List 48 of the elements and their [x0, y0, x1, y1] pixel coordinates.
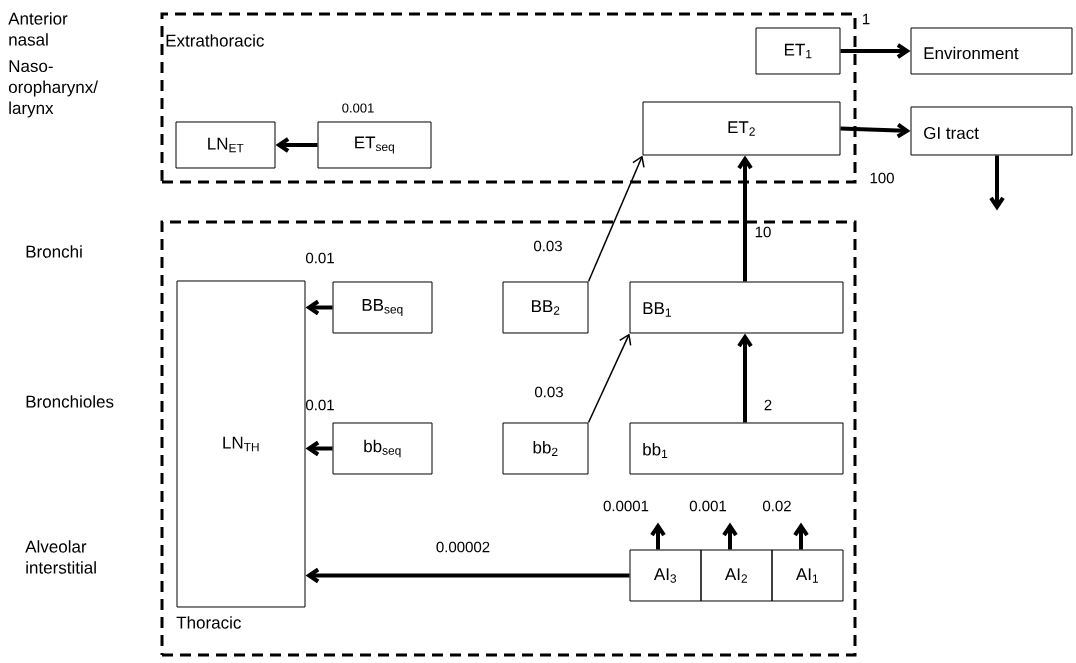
arrow	[305, 567, 630, 584]
compartment-box: ET$_{1}$	[755, 27, 841, 75]
compartment-box: ET$_{seq}$	[317, 121, 432, 169]
arrow	[793, 522, 809, 550]
edge-label: 0.03	[535, 386, 563, 398]
arrow	[587, 155, 645, 283]
compartment-box: bb$_{2}$	[502, 422, 589, 475]
compartment-box: LN$_{TH}$	[176, 280, 306, 608]
edge-label: 1	[863, 13, 870, 25]
compartment-box: ET$_{2}$	[642, 101, 841, 156]
edge-label: 0.02	[763, 500, 791, 512]
arrow	[305, 299, 333, 316]
region-name: Anterior nasal	[8, 12, 68, 46]
region-name: Alveolar interstitial	[25, 540, 96, 574]
arrow	[587, 333, 632, 424]
region-name: Naso- oropharynx/ larynx	[8, 60, 98, 118]
arrow	[840, 122, 911, 139]
arrow	[737, 333, 753, 423]
compartment-box: bb$_{1}$	[629, 422, 844, 475]
edge-label: 100	[870, 172, 894, 184]
arrow	[722, 522, 738, 550]
compartment-box: GI tract	[910, 106, 1073, 156]
edge-label: 0.01	[306, 252, 334, 264]
edge-label: 2	[764, 399, 772, 411]
compartment-box: AI$_{2}$	[700, 549, 773, 602]
edge-label: 0.01	[306, 399, 334, 411]
region-name: Bronchioles	[26, 395, 114, 408]
edge-label: 10	[755, 226, 771, 238]
compartment-box: BB$_{1}$	[629, 281, 844, 334]
region-name: Bronchi	[26, 245, 82, 258]
arrow	[737, 155, 753, 282]
arrow	[650, 522, 666, 550]
edge-label: 0.03	[534, 240, 562, 252]
compartment-box: AI$_{3}$	[629, 549, 702, 602]
arrow	[840, 43, 911, 59]
compartment-box: BB$_{2}$	[502, 281, 589, 334]
edge-label: 0.0001	[603, 500, 649, 512]
compartment-box: LN$_{ET}$	[175, 121, 276, 169]
edge-label: 0.00002	[436, 541, 490, 553]
edge-label: 0.001	[689, 500, 727, 512]
compartment-box: bb$_{seq}$	[332, 422, 433, 475]
compartment-box: BB$_{seq}$	[332, 281, 433, 334]
compartment-box: AI$_{1}$	[771, 549, 844, 602]
edge-label: 0.001	[342, 103, 374, 113]
compartment-box: Environment	[910, 27, 1073, 75]
arrow	[989, 155, 1005, 211]
arrow	[305, 440, 333, 457]
arrow	[275, 137, 318, 153]
